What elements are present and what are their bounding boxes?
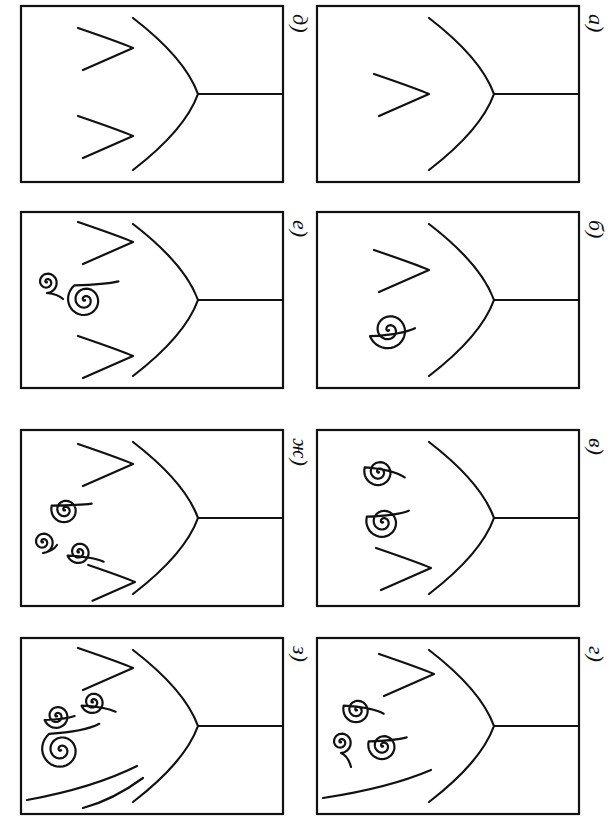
leaf-bud	[78, 222, 133, 264]
spiral-curl	[51, 501, 91, 522]
panel-label: б)	[583, 220, 609, 238]
spiral-curl	[334, 734, 351, 767]
stem-branch	[133, 224, 198, 300]
ornament-panel	[317, 6, 579, 182]
stem-branch	[429, 224, 494, 300]
stem-trunk	[494, 93, 579, 95]
spiral-curl	[36, 534, 57, 553]
panel-label: а)	[583, 14, 609, 32]
leaf-bud	[374, 74, 429, 116]
long-stem	[27, 766, 137, 800]
panel-frame	[317, 430, 579, 606]
spiral-curl	[370, 316, 415, 348]
spiral-curl	[364, 462, 404, 485]
stem-branch	[429, 726, 494, 802]
leaf-bud	[78, 336, 133, 378]
stem-branch	[133, 518, 198, 594]
leaf-bud	[78, 648, 133, 690]
panel-label: д)	[287, 14, 313, 32]
stem-branch	[133, 726, 198, 802]
spiral-curl	[68, 544, 104, 563]
leaf-bud	[78, 116, 133, 158]
stem-branch	[133, 442, 198, 518]
panel-frame	[317, 212, 579, 388]
stem-trunk	[494, 299, 579, 301]
panel-frame	[21, 638, 283, 814]
panel-label: з)	[287, 646, 313, 662]
spiral-curl	[343, 701, 383, 722]
leaf-bud	[379, 654, 434, 696]
leaf-bud	[376, 548, 431, 590]
stem-trunk	[494, 725, 579, 727]
panel-label: ж)	[287, 438, 313, 466]
stem-trunk	[198, 93, 283, 95]
panel-frame	[317, 6, 579, 182]
stem-branch	[133, 18, 198, 94]
stem-trunk	[198, 725, 283, 727]
ornament-panel	[21, 6, 283, 182]
stem-branch	[429, 94, 494, 170]
leaf-bud	[374, 250, 429, 292]
leaf-bud	[88, 565, 135, 601]
ornament-panel	[21, 638, 283, 814]
ornament-panel	[317, 638, 579, 814]
spiral-curl	[68, 281, 118, 315]
ornament-panel	[21, 212, 283, 388]
stem-branch	[429, 442, 494, 518]
stem-branch	[429, 650, 494, 726]
panel-label: в)	[583, 438, 609, 455]
spiral-curl	[45, 707, 75, 728]
stem-branch	[133, 650, 198, 726]
panel-label: г)	[583, 646, 609, 662]
spiral-curl	[82, 694, 116, 713]
spiral-curl	[40, 274, 63, 299]
long-stem	[83, 778, 143, 808]
stem-branch	[133, 94, 198, 170]
spiral-curl	[368, 736, 406, 759]
stem-trunk	[198, 299, 283, 301]
panel-frame	[21, 6, 283, 182]
ornament-panel	[317, 430, 579, 606]
long-stem	[323, 770, 431, 798]
ornament-panel	[21, 430, 283, 606]
stem-trunk	[198, 517, 283, 519]
stem-branch	[133, 300, 198, 376]
stem-branch	[429, 300, 494, 376]
panel-frame	[21, 430, 283, 606]
panel-frame	[21, 212, 283, 388]
spiral-curl	[366, 511, 408, 537]
spiral-curl	[42, 724, 99, 767]
panel-label: е)	[287, 220, 313, 237]
leaf-bud	[78, 444, 133, 486]
leaf-bud	[78, 28, 133, 70]
stem-branch	[429, 518, 494, 594]
stem-trunk	[494, 517, 579, 519]
ornament-panel	[317, 212, 579, 388]
stem-branch	[429, 18, 494, 94]
panel-frame	[317, 638, 579, 814]
